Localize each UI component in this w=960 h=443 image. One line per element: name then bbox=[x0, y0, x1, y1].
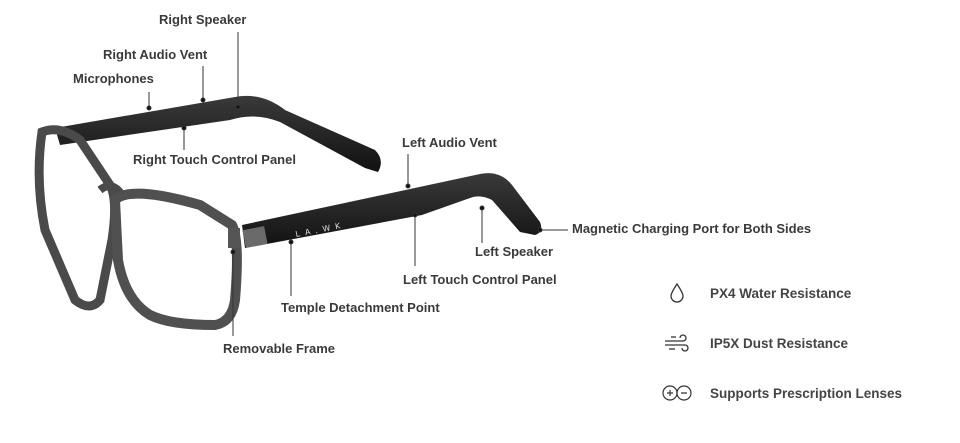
callout-right-touch-control-panel: Right Touch Control Panel bbox=[133, 152, 296, 167]
callout-left-speaker: Left Speaker bbox=[475, 244, 554, 259]
feature-water-resistance: PX4 Water Resistance bbox=[660, 281, 851, 305]
callout-magnetic-charging-port: Magnetic Charging Port for Both Sides bbox=[572, 221, 812, 236]
right-lens-frame bbox=[34, 125, 120, 311]
callout-temple-detachment-point: Temple Detachment Point bbox=[281, 300, 440, 315]
hinge bbox=[228, 228, 240, 248]
feature-label: IP5X Dust Resistance bbox=[710, 335, 849, 351]
left-lens-frame bbox=[109, 188, 242, 331]
callout-right-speaker: Right Speaker bbox=[159, 12, 247, 27]
callout-lines bbox=[146, 32, 568, 336]
callout-right-audio-vent: Right Audio Vent bbox=[103, 47, 208, 62]
callout-microphones: Microphones bbox=[73, 71, 154, 86]
right-temple bbox=[55, 95, 381, 172]
water-drop-icon bbox=[660, 281, 694, 305]
feature-label: PX4 Water Resistance bbox=[710, 285, 852, 301]
left-temple bbox=[242, 173, 542, 248]
feature-prescription-lenses: Supports Prescription Lenses bbox=[660, 381, 902, 405]
prescription-lens-icon bbox=[660, 381, 694, 405]
wind-dust-icon bbox=[660, 331, 694, 355]
callout-removable-frame: Removable Frame bbox=[223, 341, 335, 356]
feature-dust-resistance: IP5X Dust Resistance bbox=[660, 331, 848, 355]
callout-left-touch-control-panel: Left Touch Control Panel bbox=[403, 272, 557, 287]
feature-label: Supports Prescription Lenses bbox=[710, 385, 903, 401]
temple-accent bbox=[242, 226, 268, 248]
callout-left-audio-vent: Left Audio Vent bbox=[402, 135, 497, 150]
